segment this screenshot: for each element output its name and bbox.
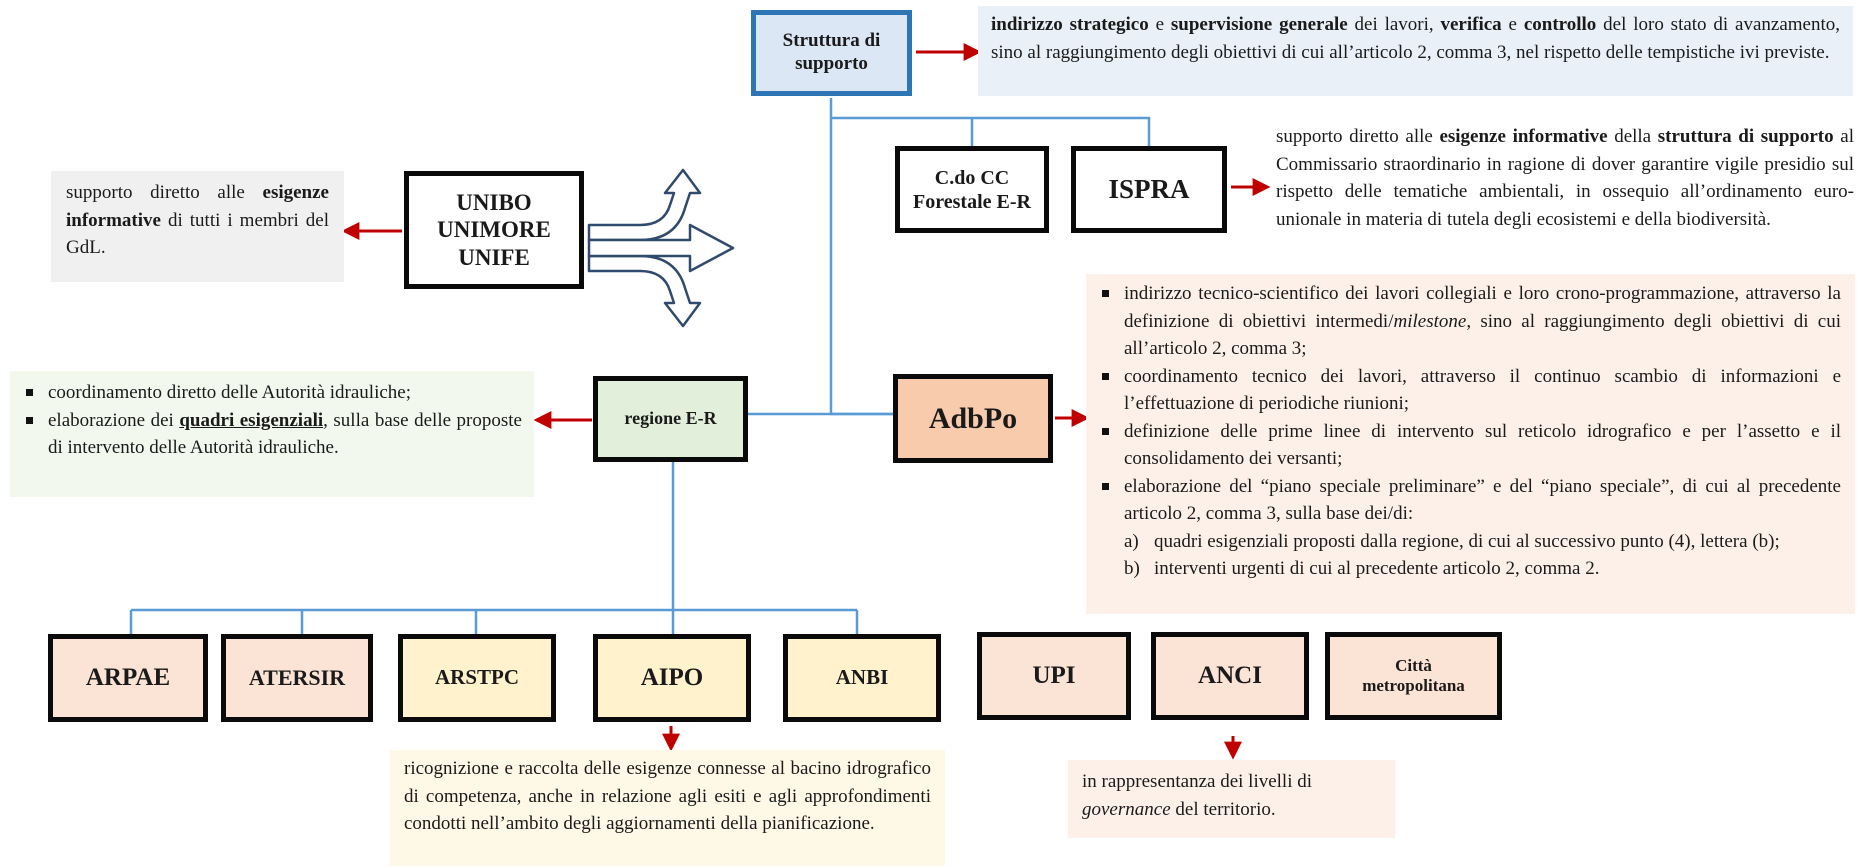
node-anbi: ANBI [783,634,941,722]
node-arpae: ARPAE [48,634,208,722]
regione-item-1: coordinamento diretto delle Autorità idr… [22,379,522,407]
node-label: Struttura di supporto [782,30,881,74]
adbpo-sub-a: a)quadri esigenziali proposti dalla regi… [1124,530,1780,552]
node-label-unife: UNIFE [458,244,530,270]
node-aipo: AIPO [593,634,751,722]
branching-arrows-icon [587,168,735,328]
node-label-unibo: UNIBO [456,189,532,215]
note-ispra: supporto diretto alle esigenze informati… [1276,126,1854,230]
regione-item-2: elaborazione dei quadri esigenziali, sul… [22,407,522,462]
node-citta-metropolitana: Città metropolitana [1325,632,1502,720]
node-label: regione E-R [624,408,717,429]
adbpo-item-1: indirizzo tecnico-scientifico dei lavori… [1098,280,1841,363]
node-label: ISPRA [1108,174,1190,205]
node-upi: UPI [977,632,1131,720]
node-label: AdbPo [928,401,1018,435]
adbpo-item-3: definizione delle prime linee di interve… [1098,418,1841,473]
node-label: Città metropolitana [1362,655,1465,695]
connector-struttura-branch [831,116,1151,150]
node-label: AIPO [640,664,704,691]
note-regione: coordinamento diretto delle Autorità idr… [10,371,534,497]
node-universita: UNIBO UNIMORE UNIFE [404,171,584,289]
note-anci: in rappresentanza dei livelli di governa… [1068,760,1395,838]
node-regione-er: regione E-R [593,376,748,462]
adbpo-item-4: elaborazione del “piano speciale prelimi… [1098,473,1841,528]
node-label: ANCI [1198,662,1262,689]
node-label: UPI [1032,662,1076,689]
node-arstpc: ARSTPC [398,634,556,722]
node-label: C.do CC Forestale E-R [913,166,1031,213]
node-adbpo: AdbPo [893,374,1053,463]
node-struttura-di-supporto: Struttura di supporto [751,10,912,96]
node-anci: ANCI [1151,632,1309,720]
node-cdo-cc-forestale: C.do CC Forestale E-R [895,146,1049,233]
adbpo-sub-b: b)interventi urgenti di cui al precedent… [1124,558,1600,580]
node-label: ATERSIR [248,664,346,690]
node-label: ARSTPC [434,665,519,690]
note-aipo: ricognizione e raccolta delle esigenze c… [390,750,945,866]
red-arrows [341,43,1271,760]
note-adbpo: indirizzo tecnico-scientifico dei lavori… [1086,274,1855,614]
adbpo-item-2: coordinamento tecnico dei lavori, attrav… [1098,363,1841,418]
node-atersir: ATERSIR [221,634,373,722]
note-struttura: indirizzo strategico e supervisione gene… [978,6,1853,96]
node-ispra: ISPRA [1071,146,1227,233]
node-label-unimore: UNIMORE [437,217,551,243]
note-universita: supporto diretto alle esigenze informati… [51,171,344,282]
node-label: ARPAE [85,664,171,691]
node-label: ANBI [835,665,889,690]
